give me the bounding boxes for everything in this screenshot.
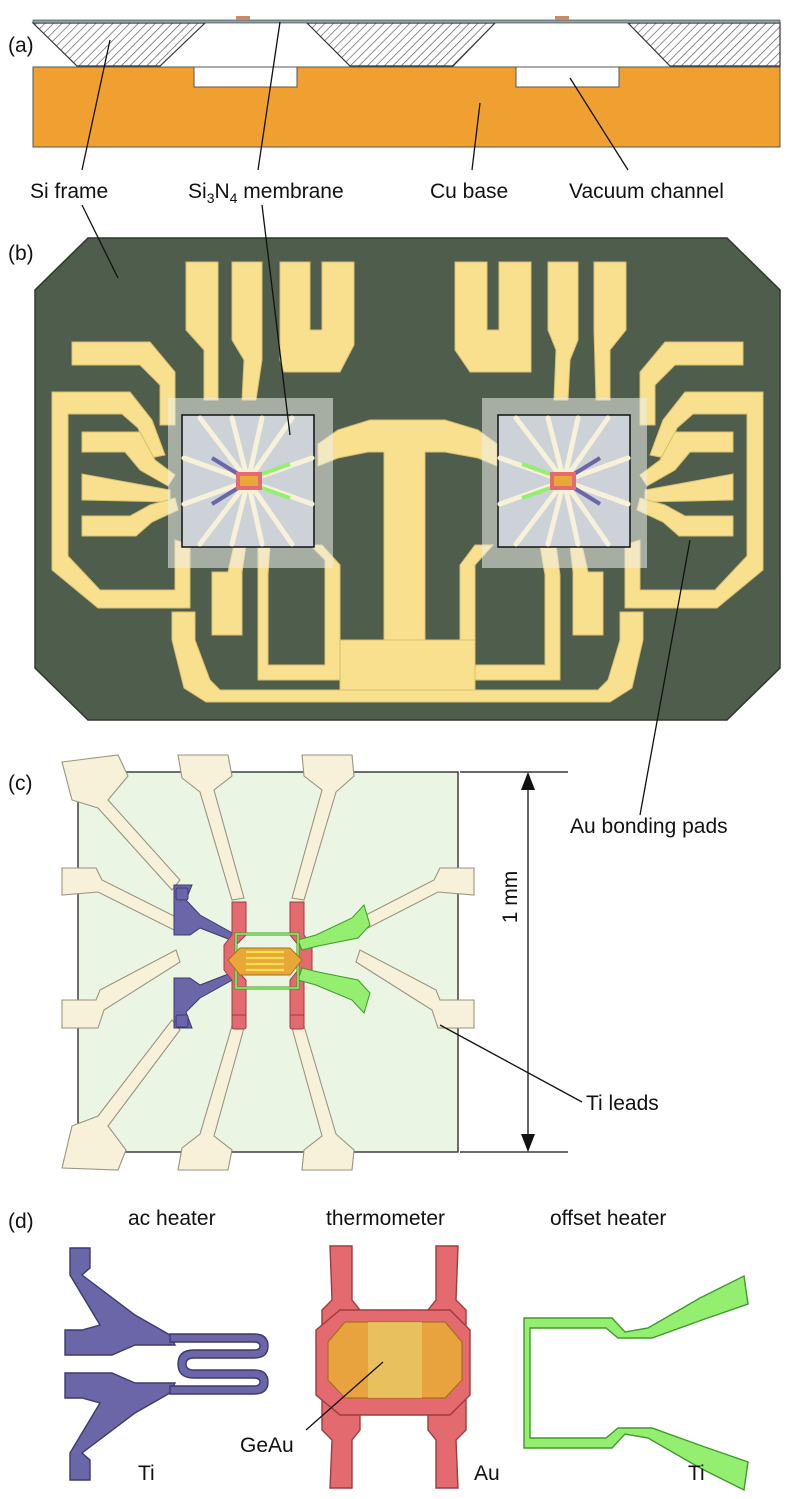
d-ac-heater <box>64 1247 269 1481</box>
scale-label: 1 mm <box>499 871 522 924</box>
au-pad-top-4 <box>454 261 532 373</box>
c-ac-heater <box>173 884 237 1029</box>
au-pads-leader <box>639 539 691 816</box>
membrane-sample-2 <box>555 16 569 20</box>
au-pad-top-6 <box>593 261 627 401</box>
ti-lead-top-left <box>61 754 181 891</box>
si3n4-membrane-label: Si3N4 membrane <box>188 180 344 206</box>
d-geau-center <box>368 1322 422 1398</box>
panel-c: (c) <box>8 754 728 1171</box>
ti-lead-left-2 <box>61 949 181 1029</box>
au-pad-right-1 <box>639 341 744 426</box>
au-pad-top-u <box>279 261 355 373</box>
au-pad-bottom-bridge <box>339 639 476 691</box>
board-membrane-leader <box>261 204 291 436</box>
au-pad-bottom-ring <box>171 611 644 703</box>
geau-leader <box>305 1361 384 1431</box>
membrane-leader <box>257 21 281 171</box>
ac-heater-title: ac heater <box>128 1207 216 1230</box>
au-pad-left-1 <box>71 341 176 426</box>
ti-label-right: Ti <box>688 1462 705 1485</box>
left-membrane-heaters <box>210 456 291 506</box>
panel-d: (d) ac heater thermometer offset heater … <box>8 1207 749 1492</box>
thermometer-title: thermometer <box>326 1207 445 1230</box>
ti-lead-top-2 <box>177 754 245 901</box>
ti-label-left: Ti <box>138 1462 155 1485</box>
au-bonding-pads-label: Au bonding pads <box>570 815 728 838</box>
si-frame-block-1 <box>31 22 207 67</box>
cu-base-leader <box>471 102 481 171</box>
si-frame-label: Si frame <box>30 180 108 203</box>
panel-b-label: (b) <box>8 242 34 265</box>
cu-base <box>32 66 781 148</box>
board-si-frame-leader <box>81 204 119 279</box>
au-pad-left-2 <box>51 391 191 609</box>
vacuum-channel-1 <box>193 66 298 88</box>
membrane-sample-1 <box>236 16 250 20</box>
vacuum-channel-label: Vacuum channel <box>569 180 724 203</box>
ti-lead-bottom-left <box>61 1019 181 1171</box>
au-pad-right-2 <box>624 391 764 609</box>
c-geau <box>227 947 303 976</box>
ti-lead-top-3 <box>291 754 355 901</box>
right-membrane-heaters <box>521 456 602 506</box>
ti-leads-group <box>61 754 475 1171</box>
ti-lead-right-2 <box>355 949 475 1029</box>
ti-leads-label: Ti leads <box>586 1092 659 1115</box>
panel-c-label: (c) <box>8 772 33 795</box>
vacuum-channel-leader <box>569 77 629 171</box>
scale-arrow-top <box>521 772 535 790</box>
vacuum-channel-2 <box>515 66 620 88</box>
si-frame-block-3 <box>626 22 781 67</box>
ti-leads-leader <box>439 1024 583 1103</box>
si-frame-leader <box>81 39 111 171</box>
offset-heater-title: offset heater <box>550 1207 666 1230</box>
panel-a: (a) Si frame Si3N4 membrane Cu base Vacu… <box>8 16 781 206</box>
panel-a-label: (a) <box>8 34 34 57</box>
panel-b: (b) <box>8 204 781 816</box>
panel-d-label: (d) <box>8 1210 34 1233</box>
c-heater-meander <box>246 950 284 972</box>
d-offset-heater <box>523 1274 749 1492</box>
cu-base-label: Cu base <box>430 180 508 203</box>
si3n4-membrane-layer <box>32 19 781 24</box>
au-label: Au <box>474 1462 500 1485</box>
geau-label: GeAu <box>240 1434 294 1457</box>
si-frame-block-2 <box>305 22 497 67</box>
au-pad-center-t <box>317 419 498 641</box>
scale-arrow-bottom <box>521 1134 535 1152</box>
